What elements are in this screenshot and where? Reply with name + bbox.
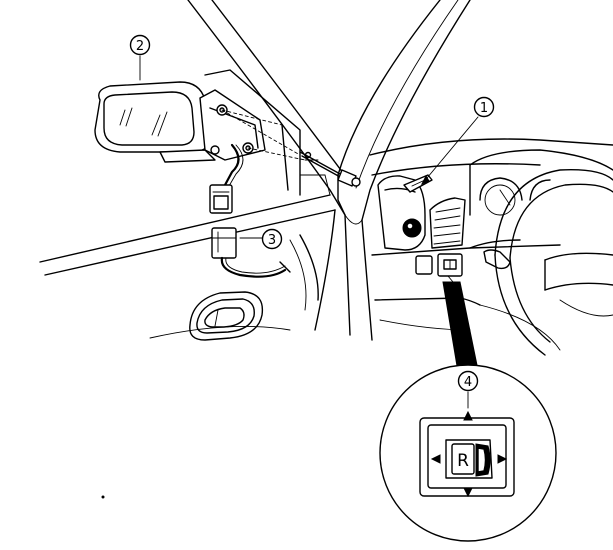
steering-wheel <box>494 169 613 356</box>
callout-2-label: 2 <box>136 39 144 54</box>
callout-4-label: 4 <box>464 375 472 390</box>
door-handle <box>189 291 264 341</box>
a-pillar <box>187 0 471 341</box>
switch-detail-circle <box>379 364 557 542</box>
arrow-up-icon <box>463 410 473 421</box>
zoom-pointer <box>442 275 479 373</box>
callout-leaders <box>139 55 479 409</box>
switch-button-label: R <box>457 451 469 471</box>
dashboard <box>369 138 613 351</box>
callout-3-label: 3 <box>268 233 276 248</box>
callout-3: 3 <box>261 228 283 250</box>
wiring-harness <box>209 143 291 278</box>
callout-1: 1 <box>473 96 495 118</box>
callout-2: 2 <box>129 34 151 56</box>
mounting-screw <box>299 151 361 187</box>
callout-4: 4 <box>457 370 479 392</box>
callout-1-label: 1 <box>480 101 488 116</box>
arrow-right-icon <box>497 454 508 464</box>
arrow-left-icon <box>430 454 441 464</box>
arrow-down-icon <box>463 487 473 498</box>
side-mirror <box>94 81 306 163</box>
